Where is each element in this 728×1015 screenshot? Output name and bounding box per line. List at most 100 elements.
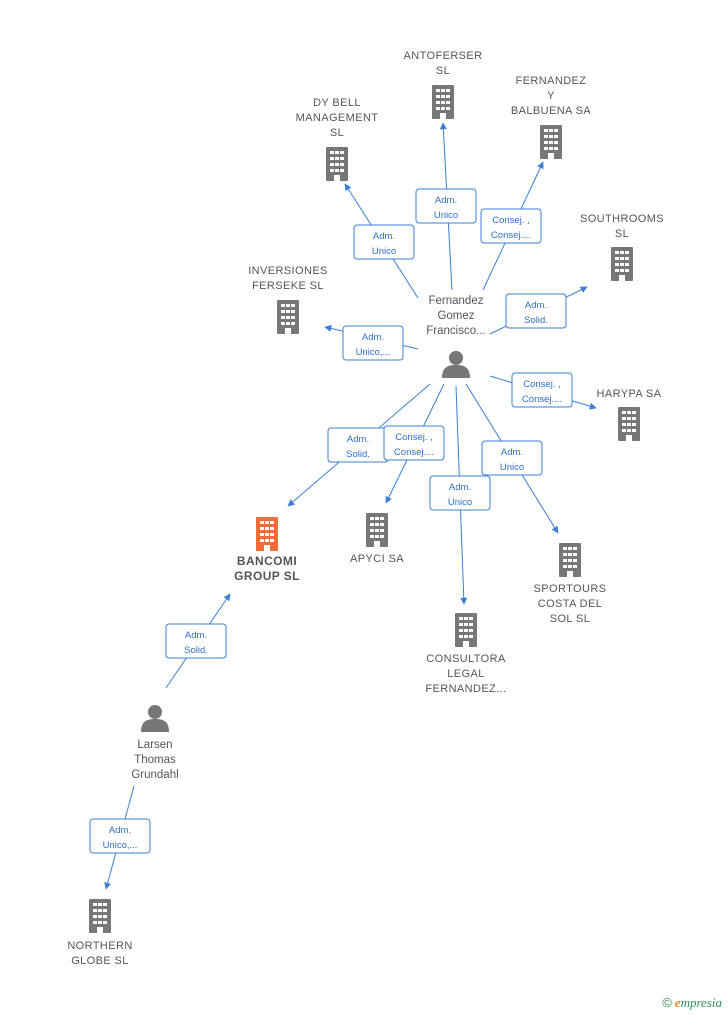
company-name: Y bbox=[547, 90, 555, 102]
building-icon bbox=[277, 300, 299, 334]
company-node-fernandez_balbuena[interactable]: FERNANDEZ Y BALBUENA SA bbox=[511, 75, 591, 159]
person-icon bbox=[442, 351, 470, 378]
relation-label-inversiones[interactable]: Adm. Unico,... bbox=[342, 325, 404, 361]
empresia-logo[interactable]: ©empresia bbox=[662, 995, 722, 1011]
company-name: GLOBE SL bbox=[71, 955, 129, 967]
building-icon bbox=[326, 147, 348, 181]
company-node-apyci[interactable]: APYCI SA bbox=[350, 513, 404, 565]
building-icon bbox=[540, 125, 562, 159]
company-name: BANCOMI bbox=[237, 554, 297, 568]
relation-text: Consej. , bbox=[523, 379, 561, 390]
company-node-consultora[interactable]: CONSULTORALEGALFERNANDEZ... bbox=[425, 613, 506, 695]
building-icon bbox=[432, 85, 454, 119]
person-name: Francisco... bbox=[426, 325, 485, 337]
relation-text: Consej.... bbox=[491, 230, 531, 241]
relation-label-apyci[interactable]: Consej. , Consej.... bbox=[383, 425, 445, 461]
relation-text: Adm. bbox=[373, 231, 395, 242]
relation-text: Adm. bbox=[185, 630, 207, 641]
relation-label-fernandez_balbuena[interactable]: Consej. , Consej.... bbox=[480, 208, 542, 244]
company-name: SOUTHROOMS bbox=[580, 213, 664, 225]
company-name: BALBUENA SA bbox=[511, 105, 591, 117]
relation-box bbox=[165, 623, 227, 659]
relation-text: Unico bbox=[448, 497, 472, 508]
person-icon bbox=[141, 705, 169, 732]
relation-text: Solid. bbox=[346, 449, 370, 460]
person-node-fernandez[interactable]: FernandezGomezFrancisco... bbox=[426, 295, 486, 378]
relation-text: Adm. bbox=[435, 195, 457, 206]
company-name: DY BELL bbox=[313, 97, 361, 109]
company-name: FERNANDEZ... bbox=[425, 683, 506, 695]
person-name: Larsen bbox=[137, 739, 172, 751]
relation-text: Unico,... bbox=[356, 347, 391, 358]
relation-label-bancomi[interactable]: Adm. Solid. bbox=[327, 427, 389, 463]
person-name: Grundahl bbox=[131, 769, 178, 781]
copyright-symbol: © bbox=[662, 995, 672, 1010]
company-name: MANAGEMENT bbox=[296, 112, 379, 124]
relation-text: Adm. bbox=[362, 332, 384, 343]
company-name: SL bbox=[330, 127, 344, 139]
relation-box bbox=[480, 208, 542, 244]
building-icon bbox=[256, 517, 278, 551]
company-node-northern[interactable]: NORTHERN GLOBE SL bbox=[67, 899, 132, 967]
relation-box bbox=[505, 293, 567, 329]
company-name: INVERSIONES bbox=[248, 265, 328, 277]
company-node-harypa[interactable]: HARYPA SA bbox=[597, 388, 662, 441]
person-name: Fernandez bbox=[429, 295, 484, 307]
building-icon bbox=[455, 613, 477, 647]
relation-text: Consej.... bbox=[522, 394, 562, 405]
relation-box bbox=[481, 440, 543, 476]
building-icon bbox=[559, 543, 581, 577]
company-name: NORTHERN bbox=[67, 940, 132, 952]
relation-text: Adm. bbox=[347, 434, 369, 445]
relation-label-bancomi[interactable]: Adm.Solid. bbox=[165, 623, 227, 659]
relation-box bbox=[429, 475, 491, 511]
relation-text: Unico bbox=[434, 210, 458, 221]
company-name: GROUP SL bbox=[234, 569, 300, 583]
relation-box bbox=[415, 188, 477, 224]
relation-text: Adm. bbox=[449, 482, 471, 493]
company-name: LEGAL bbox=[447, 668, 484, 680]
relation-text: Consej.... bbox=[394, 447, 434, 458]
building-icon bbox=[366, 513, 388, 547]
relation-label-antoferser[interactable]: Adm. Unico bbox=[415, 188, 477, 224]
relation-label-dy_bell[interactable]: Adm. Unico bbox=[353, 224, 415, 260]
building-icon bbox=[618, 407, 640, 441]
relation-text: Adm. bbox=[525, 300, 547, 311]
relation-label-harypa[interactable]: Consej. , Consej.... bbox=[511, 372, 573, 408]
company-name: FERSEKE SL bbox=[252, 280, 324, 292]
company-node-southrooms[interactable]: SOUTHROOMS SL bbox=[580, 213, 664, 281]
company-node-dy_bell[interactable]: DY BELL MANAGEMENT SL bbox=[296, 97, 379, 181]
relation-box bbox=[353, 224, 415, 260]
person-name: Thomas bbox=[134, 754, 176, 766]
relation-text: Consej. , bbox=[395, 432, 433, 443]
company-name: FERNANDEZ bbox=[516, 75, 587, 87]
relation-box bbox=[342, 325, 404, 361]
brand-initial: e bbox=[674, 995, 681, 1010]
relation-label-consultora[interactable]: Adm. Unico bbox=[429, 475, 491, 511]
relation-label-sportours[interactable]: Adm.Unico bbox=[481, 440, 543, 476]
company-name: COSTA DEL bbox=[538, 598, 603, 610]
building-icon bbox=[89, 899, 111, 933]
building-icon bbox=[611, 247, 633, 281]
company-name: SL bbox=[615, 228, 629, 240]
relation-label-southrooms[interactable]: Adm. Solid. bbox=[505, 293, 567, 329]
relation-text: Unico bbox=[372, 246, 396, 257]
company-node-inversiones[interactable]: INVERSIONES FERSEKE SL bbox=[248, 265, 328, 334]
relation-text: Adm. bbox=[109, 825, 131, 836]
relation-box bbox=[89, 818, 151, 854]
company-name: HARYPA SA bbox=[597, 388, 662, 400]
relation-text: Consej. , bbox=[492, 215, 530, 226]
company-name: APYCI SA bbox=[350, 553, 404, 565]
person-name: Gomez bbox=[437, 310, 474, 322]
company-name: SOL SL bbox=[550, 613, 591, 625]
relation-label-northern[interactable]: Adm.Unico,... bbox=[89, 818, 151, 854]
brand-name: mpresia bbox=[680, 995, 722, 1010]
relation-text: Solid. bbox=[524, 315, 548, 326]
